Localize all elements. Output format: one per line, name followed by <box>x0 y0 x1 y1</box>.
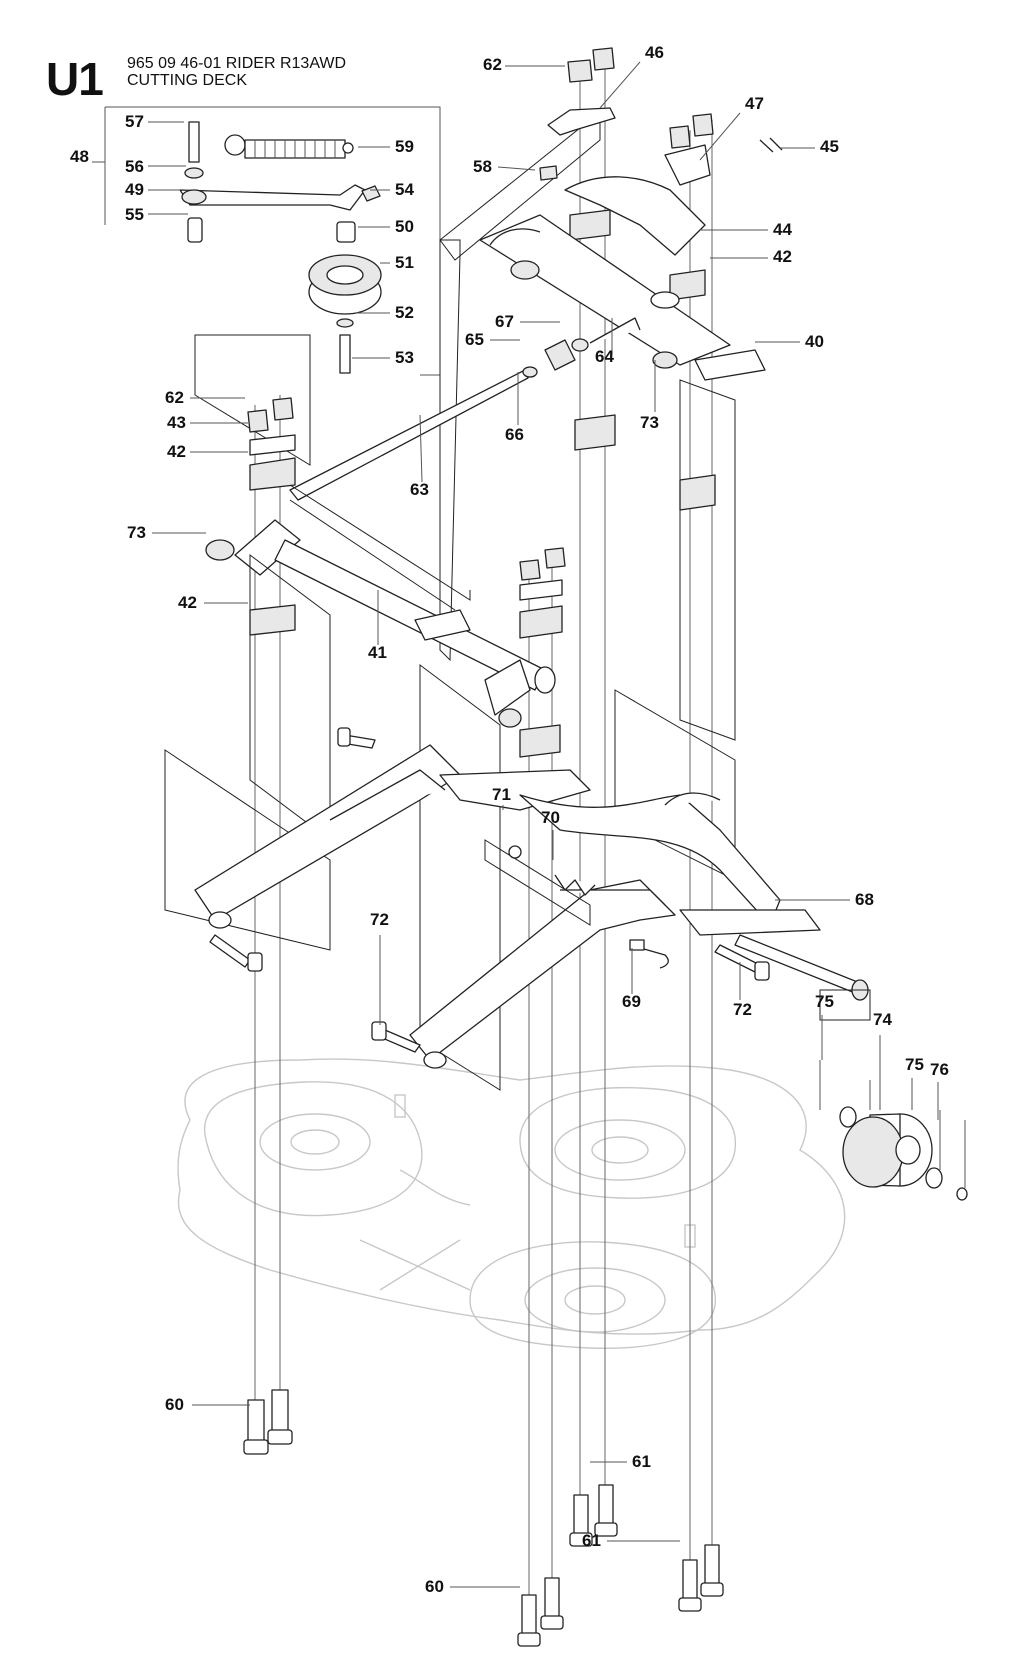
callout-label-75: 75 <box>815 992 834 1011</box>
callout-label-46: 46 <box>645 43 664 62</box>
diagram-code: U1 <box>46 53 104 105</box>
model-line: 965 09 46-01 RIDER R13AWD <box>127 55 347 72</box>
callout-leader-line <box>699 112 741 161</box>
callout-leader-line <box>599 61 641 109</box>
callout-label-66: 66 <box>505 425 524 444</box>
callout-label-61: 61 <box>632 1452 651 1471</box>
callout-label-56: 56 <box>125 157 144 176</box>
callout-label-74: 74 <box>873 1010 892 1029</box>
callout-label-75: 75 <box>905 1055 924 1074</box>
callout-label-60: 60 <box>425 1577 444 1596</box>
callout-label-57: 57 <box>125 112 144 131</box>
bolt-72-pair <box>209 727 770 1053</box>
callout-label-69: 69 <box>622 992 641 1011</box>
callout-label-58: 58 <box>473 157 492 176</box>
callout-label-70: 70 <box>541 808 560 827</box>
callout-label-59: 59 <box>395 137 414 156</box>
callout-label-42: 42 <box>178 593 197 612</box>
bolt-60-bottom <box>517 1577 564 1647</box>
callout-label-53: 53 <box>395 348 414 367</box>
callout-label-42: 42 <box>167 442 186 461</box>
callout-label-61: 61 <box>582 1531 601 1550</box>
callout-label-44: 44 <box>773 220 792 239</box>
cutting-deck-outline <box>177 1058 846 1349</box>
callout-label-68: 68 <box>855 890 874 909</box>
lift-arm-frame-68 <box>164 664 871 1091</box>
callout-label-42: 42 <box>773 247 792 266</box>
adjustment-rod-63 <box>289 239 641 662</box>
callout-label-62: 62 <box>165 388 184 407</box>
callout-leader-line <box>419 414 423 483</box>
callout-label-73: 73 <box>640 413 659 432</box>
callout-label-45: 45 <box>820 137 839 156</box>
callout-label-67: 67 <box>495 312 514 331</box>
spring-70-and-rod-69 <box>484 839 669 969</box>
callout-label-54: 54 <box>395 180 414 199</box>
bolt-shafts <box>254 60 713 1620</box>
callout-label-51: 51 <box>395 253 414 272</box>
callout-label-43: 43 <box>167 413 186 432</box>
bolt-60-left <box>243 1389 293 1455</box>
callout-label-49: 49 <box>125 180 144 199</box>
callout-label-62: 62 <box>483 55 502 74</box>
callout-label-41: 41 <box>368 643 387 662</box>
callout-label-76: 76 <box>930 1060 949 1079</box>
callout-label-64: 64 <box>595 347 614 366</box>
assembly-title: CUTTING DECK <box>127 72 247 89</box>
top-mount-plate-46 <box>439 47 783 301</box>
bolt-61-right <box>678 1544 724 1612</box>
callout-label-48: 48 <box>70 147 89 166</box>
callout-labels: 48 57 56 49 55 59 54 50 51 52 53 58 62 46 47 45 44 42 40 67… <box>70 43 949 1596</box>
bolt-61-middle <box>569 1484 618 1547</box>
callout-leader-line <box>497 166 536 171</box>
callout-label-52: 52 <box>395 303 414 322</box>
callout-label-63: 63 <box>410 480 429 499</box>
center-block-stack <box>519 547 566 758</box>
callout-label-72: 72 <box>733 1000 752 1019</box>
callout-label-55: 55 <box>125 205 144 224</box>
callout-label-40: 40 <box>805 332 824 351</box>
callout-label-71: 71 <box>492 785 511 804</box>
callout-label-72: 72 <box>370 910 389 929</box>
wheel-74-assembly <box>819 1060 968 1201</box>
left-block-stack <box>247 397 471 611</box>
callout-label-47: 47 <box>745 94 764 113</box>
callout-label-50: 50 <box>395 217 414 236</box>
pulley-arm-assembly <box>179 121 382 374</box>
lift-shaft-40 <box>479 214 766 741</box>
callout-label-73: 73 <box>127 523 146 542</box>
callout-label-60: 60 <box>165 1395 184 1414</box>
callout-label-65: 65 <box>465 330 484 349</box>
lift-arm-shaft-41 <box>205 519 556 841</box>
